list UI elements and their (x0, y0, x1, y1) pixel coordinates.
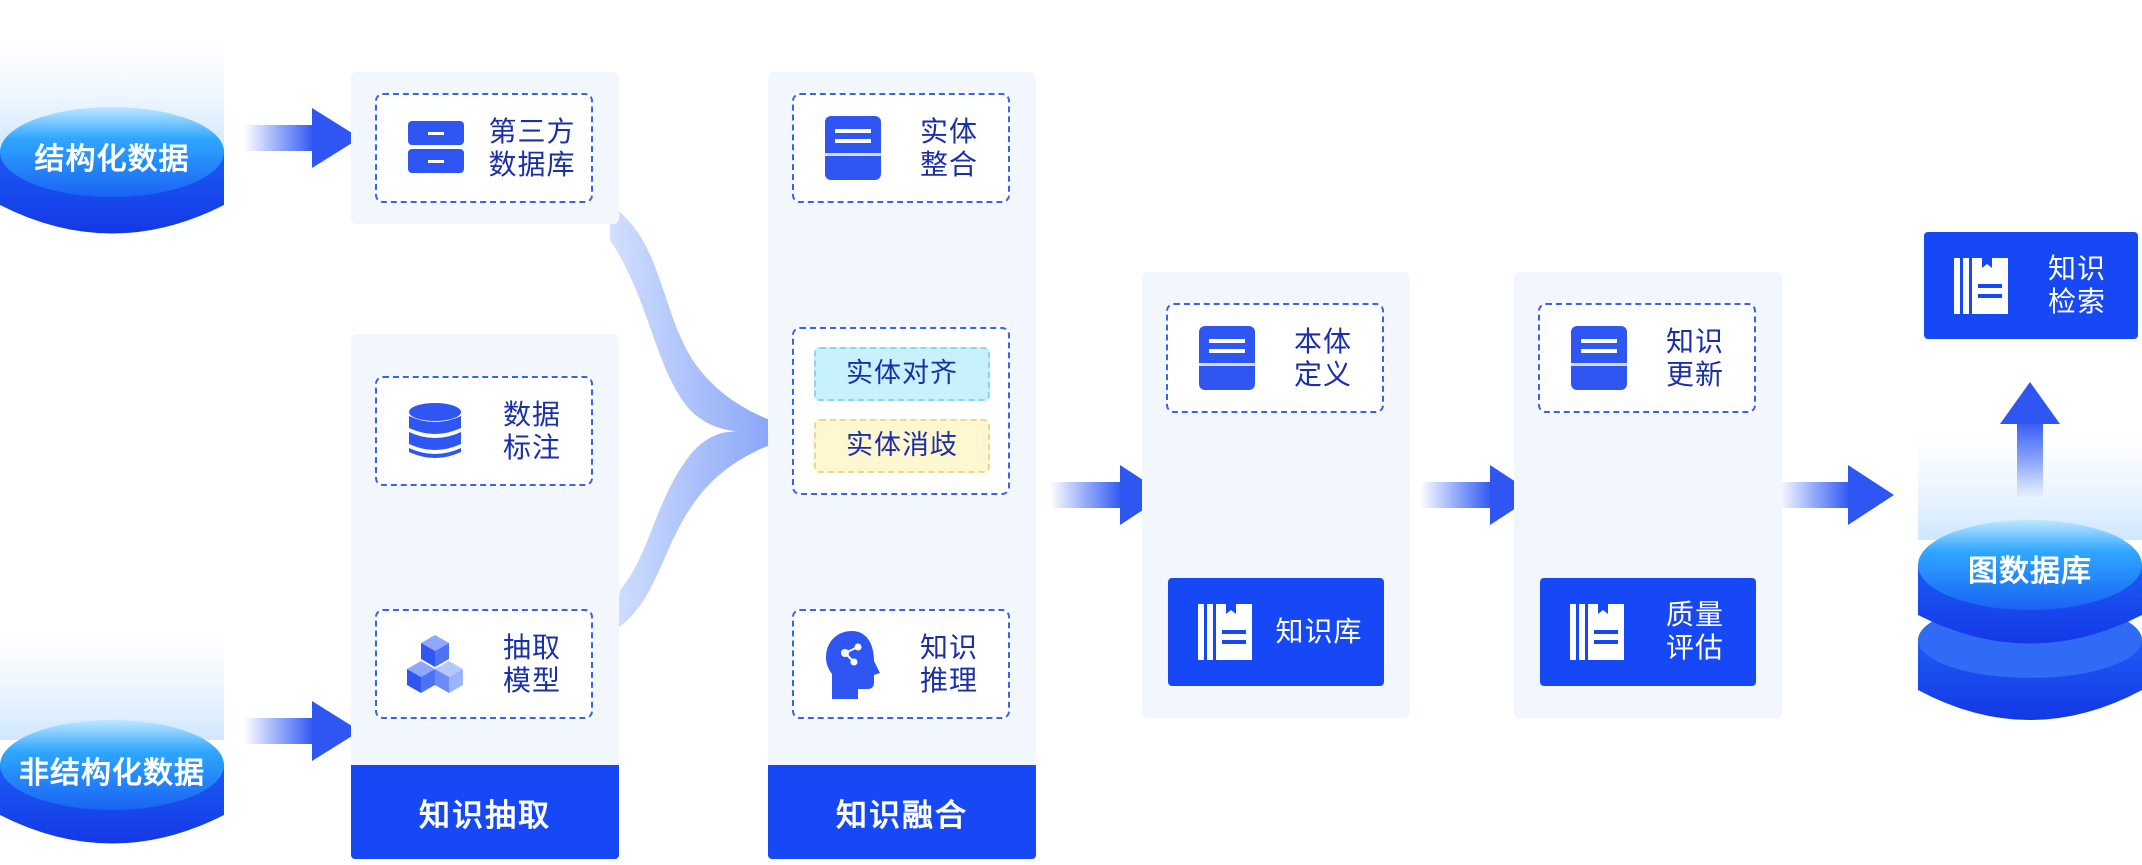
knowledge-base-card[interactable]: 知识库 (1168, 578, 1384, 686)
arrow-update-to-graphdb (1778, 465, 1894, 525)
ontology-definition-card[interactable]: 本体 定义 (1166, 303, 1384, 413)
arrow-structured (244, 108, 360, 168)
knowledge-update-line1: 知识 (1665, 325, 1724, 358)
document-tray-icon (825, 116, 881, 180)
graph-db-label: 图数据库 (1968, 554, 2092, 589)
ontology-definition-line1: 本体 (1293, 325, 1352, 358)
extraction-model-card[interactable]: 抽取 模型 (375, 609, 593, 719)
entity-alignment-chip[interactable]: 实体对齐 (814, 347, 990, 401)
book-icon (1570, 604, 1624, 660)
data-annotation-line2: 标注 (502, 431, 561, 464)
knowledge-reasoning-card[interactable]: 知识 推理 (792, 609, 1010, 719)
knowledge-update-card[interactable]: 知识 更新 (1538, 303, 1756, 413)
arrow-ontology-to-update (1420, 465, 1536, 525)
entity-integration-line1: 实体 (919, 115, 978, 148)
document-tray-icon (1199, 326, 1255, 390)
structured-data-label: 结构化数据 (34, 142, 190, 177)
extraction-model-line2: 模型 (502, 664, 561, 697)
ontology-definition-line2: 定义 (1293, 358, 1352, 391)
knowledge-base-label: 知识库 (1275, 615, 1363, 648)
data-annotation-line1: 数据 (502, 398, 561, 431)
knowledge-retrieval-card[interactable]: 知识 检索 (1924, 232, 2138, 339)
database-drawer-icon (408, 121, 464, 173)
quality-assessment-line2: 评估 (1665, 631, 1724, 664)
knowledge-fusion-footer: 知识融合 (768, 765, 1036, 859)
knowledge-extraction-footer: 知识抽取 (351, 765, 619, 859)
brain-head-icon (826, 631, 880, 699)
database-stack-icon (409, 403, 461, 458)
unstructured-data-cylinder (0, 630, 224, 844)
third-party-db-line2: 数据库 (488, 148, 576, 181)
structured-data-cylinder (0, 40, 224, 234)
knowledge-retrieval-line1: 知识 (2047, 252, 2106, 285)
merge-connector (610, 205, 770, 630)
alignment-group-card: 实体对齐 实体消歧 (792, 327, 1010, 495)
book-icon (1198, 604, 1252, 660)
quality-assessment-line1: 质量 (1665, 598, 1724, 631)
knowledge-reasoning-line2: 推理 (919, 664, 978, 697)
third-party-db-card[interactable]: 第三方 数据库 (375, 93, 593, 203)
knowledge-reasoning-line1: 知识 (919, 631, 978, 664)
entity-integration-card[interactable]: 实体 整合 (792, 93, 1010, 203)
book-icon (1954, 258, 2008, 314)
cubes-icon (407, 635, 463, 693)
knowledge-update-line2: 更新 (1665, 358, 1724, 391)
data-annotation-card[interactable]: 数据 标注 (375, 376, 593, 486)
entity-integration-line2: 整合 (919, 148, 978, 181)
unstructured-data-label: 非结构化数据 (19, 756, 205, 791)
arrow-graphdb-to-retrieval (2000, 382, 2060, 498)
quality-assessment-card[interactable]: 质量 评估 (1540, 578, 1756, 686)
arrow-unstructured (244, 701, 360, 761)
document-tray-icon (1571, 326, 1627, 390)
entity-disambiguation-chip[interactable]: 实体消歧 (814, 419, 990, 473)
knowledge-retrieval-line2: 检索 (2047, 285, 2106, 318)
third-party-db-line1: 第三方 (488, 115, 576, 148)
extraction-model-line1: 抽取 (502, 631, 561, 664)
